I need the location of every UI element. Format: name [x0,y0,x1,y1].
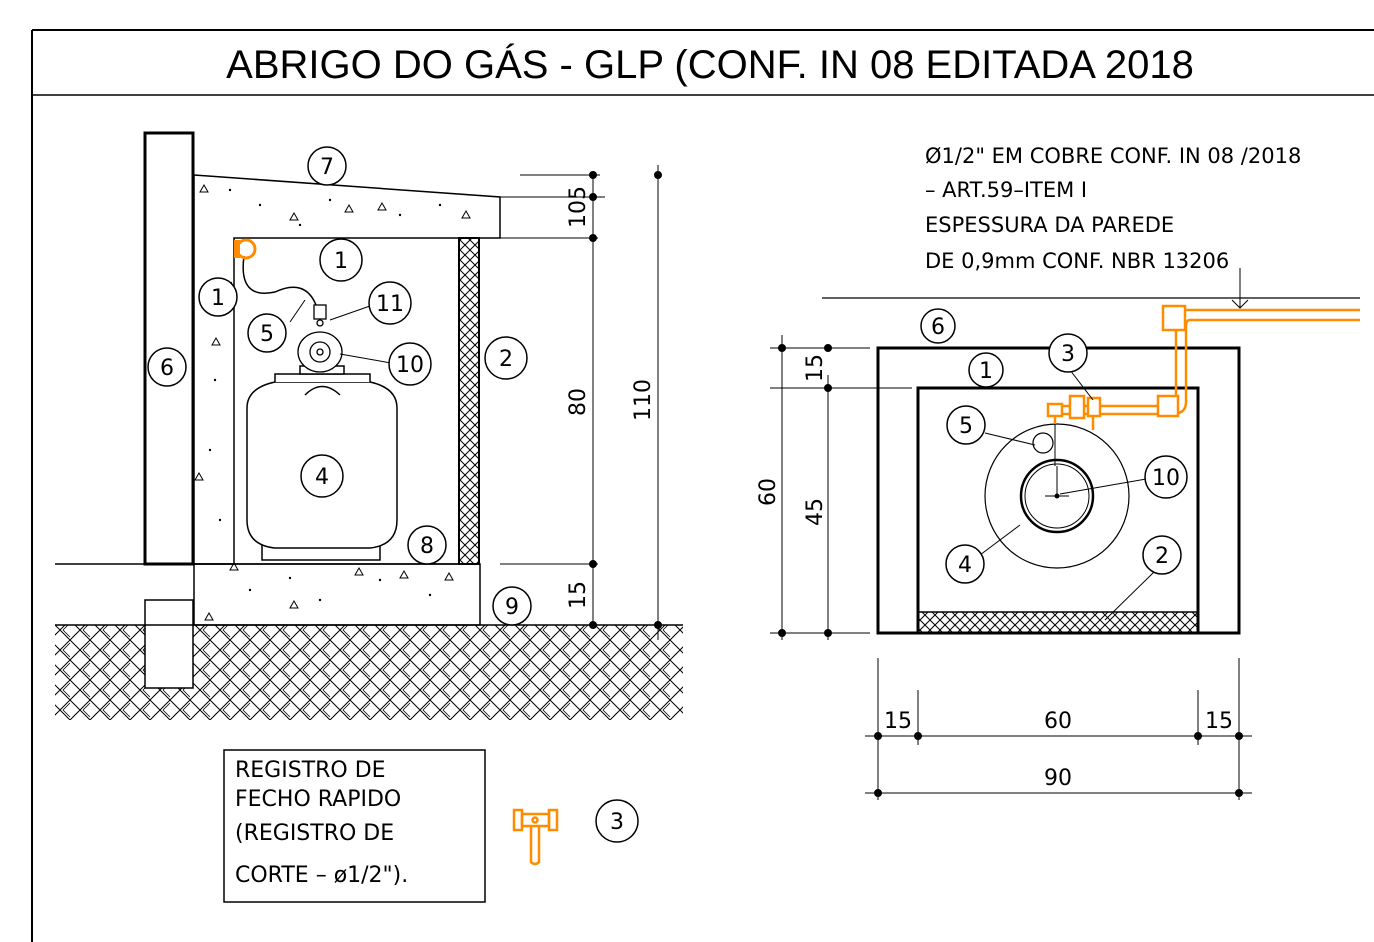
cylinder-valve-ring [1019,458,1095,534]
plan-callout-1: 1 [979,359,993,384]
copper-pipe-plan [1046,304,1360,430]
legend-box [223,749,486,903]
regulator [297,304,343,373]
plan-callout-4: 4 [958,553,972,578]
drawing-frame [31,29,1374,942]
concrete-base [193,563,481,626]
plan-door-hatch [917,611,1199,634]
post-footing [144,599,194,689]
callout-6: 6 [160,356,174,381]
callout-7: 7 [320,155,334,180]
callout-2: 2 [499,347,513,372]
dim-105: 105 [566,186,591,228]
plan-view: Ø1/2" EM COBRE CONF. IN 08 /2018 – ART.5… [756,144,1360,800]
plan-dim-45: 45 [803,498,828,526]
plan-callout-10: 10 [1152,466,1180,491]
pipe-note-line-2: – ART.59–ITEM I [925,178,1087,202]
callout-4: 4 [315,465,329,490]
pipe-note-line-3: ESPESSURA DA PAREDE [925,213,1174,237]
plan-dim-60-horizontal: 60 [1044,709,1072,734]
callout-1-inner: 1 [334,249,348,274]
legend-line-4: CORTE – ø1/2"). [235,863,408,888]
section-dimensions [520,165,662,640]
plan-dim-15-right: 15 [1205,709,1233,734]
dim-110: 110 [631,379,656,421]
dim-80: 80 [566,388,591,416]
legend-line-2: FECHO RAPIDO [235,787,401,812]
plan-dim-90: 90 [1044,766,1072,791]
legend-callout-3: 3 [610,810,624,835]
section-callouts [147,146,532,626]
legend-line-1: REGISTRO DE [235,758,386,783]
flexible-hose [242,255,317,306]
hose-plan [1032,432,1054,454]
drawing-title: ABRIGO DO GÁS - GLP (CONF. IN 08 EDITADA… [226,42,1194,87]
plan-dim-15-top: 15 [803,354,828,382]
callout-9: 9 [505,595,519,620]
plan-callout-3: 3 [1061,342,1075,367]
plan-callout-5: 5 [959,414,973,439]
plan-callout-6: 6 [931,315,945,340]
ventilated-door [458,237,480,565]
plan-dim-15-left: 15 [884,709,912,734]
legend-line-3: (REGISTRO DE [235,821,394,846]
callout-10: 10 [396,353,424,378]
plan-dimensions [770,335,1252,800]
plan-dim-60-vertical: 60 [756,478,781,506]
plan-callouts [920,308,1188,584]
cylinder-plan [984,423,1130,569]
post [143,131,195,566]
pipe-note-line-1: Ø1/2" EM COBRE CONF. IN 08 /2018 [925,144,1301,168]
callout-8: 8 [420,534,434,559]
callout-1-wall: 1 [211,286,225,311]
plan-callout-2: 2 [1155,544,1169,569]
section-view: 105 80 15 110 7 1 1 5 11 10 [55,131,683,720]
quick-valve-icon [512,808,559,866]
dim-15: 15 [566,581,591,609]
pipe-note-line-4: DE 0,9mm CONF. NBR 13206 [925,249,1229,273]
callout-5: 5 [260,322,274,347]
callout-11: 11 [376,292,404,317]
legend: REGISTRO DE FECHO RAPIDO (REGISTRO DE CO… [223,749,639,903]
